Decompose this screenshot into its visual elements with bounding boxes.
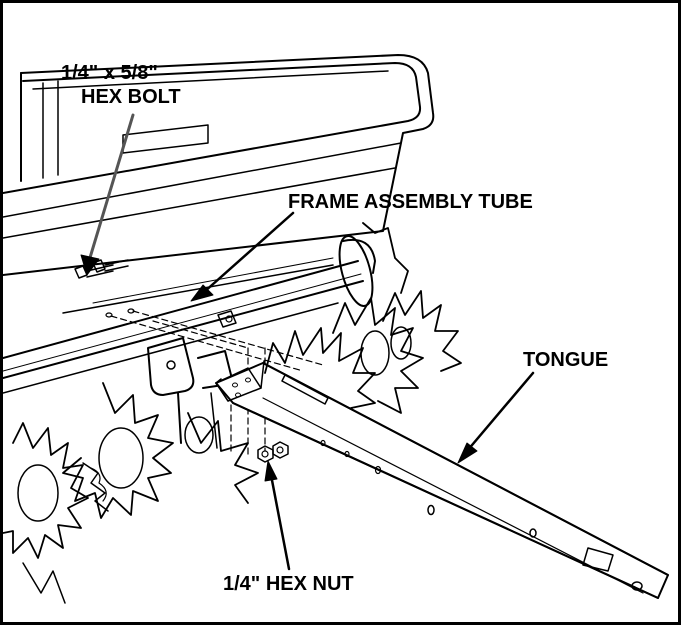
frame-assembly-tube bbox=[3, 235, 376, 394]
tongue bbox=[215, 360, 669, 599]
frame-assembly-tube-label: FRAME ASSEMBLY TUBE bbox=[288, 191, 533, 213]
hex-nut-label: 1/4" HEX NUT bbox=[223, 573, 354, 595]
tongue-label: TONGUE bbox=[523, 349, 609, 371]
mounting-bracket bbox=[147, 337, 232, 454]
aerator-wheels-front bbox=[3, 382, 259, 604]
assembly-drawing bbox=[3, 54, 669, 604]
hopper bbox=[3, 54, 435, 276]
hex-bolt-name: HEX BOLT bbox=[81, 86, 181, 108]
leader-arrows bbox=[80, 113, 535, 571]
hex-bolt-label: 1/4" x 5/8" HEX BOLT bbox=[61, 61, 181, 109]
hex-bolt-size: 1/4" x 5/8" bbox=[61, 62, 158, 84]
hex-nuts bbox=[257, 441, 289, 463]
aerator-wheels-rear bbox=[264, 222, 462, 414]
